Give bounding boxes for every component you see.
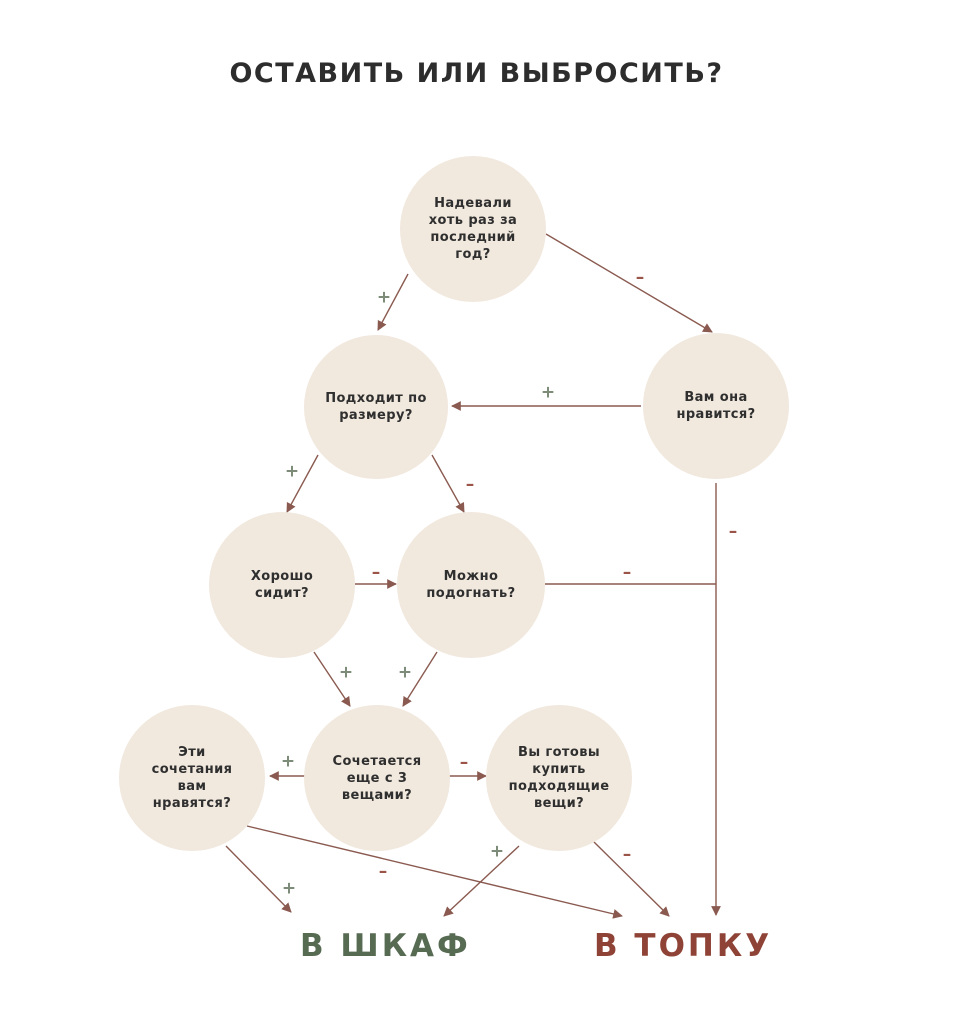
node-like-label: Вам она нравится? — [676, 390, 756, 422]
node-buy-label: Вы готовы купить подходящие вещи? — [508, 745, 610, 811]
outcome-keep-label: В ШКАФ — [300, 928, 471, 964]
node-do-you-like-it: Вам она нравится? — [643, 333, 789, 479]
arrow-buy-to-keep — [443, 845, 520, 917]
node-combos-label: Эти сочетания вам нравятся? — [151, 745, 233, 811]
node-match-label: Сочетается еще с 3 вещами? — [332, 753, 422, 803]
sign-minus-buy-discard: – — [622, 844, 632, 865]
sign-plus-match-combos: + — [280, 751, 296, 772]
arrow-alter-to-match — [402, 651, 438, 707]
sign-minus-size-alter: – — [465, 474, 475, 495]
page-title: ОСТАВИТЬ ИЛИ ВЫБРОСИТЬ? — [229, 58, 724, 89]
arrow-size-to-alter — [431, 454, 465, 513]
node-fits-well: Хорошо сидит? — [209, 512, 355, 658]
outcome-discard-label: В ТОПКУ — [594, 928, 773, 964]
node-fits-label: Хорошо сидит? — [250, 569, 314, 601]
sign-minus-fits-alter: – — [371, 562, 381, 583]
arrow-combos-to-discard — [246, 825, 623, 919]
arrow-worn-to-size — [377, 273, 409, 331]
sign-minus-combos-discard: – — [378, 861, 388, 882]
node-worn-label: Надевали хоть раз за последний год? — [428, 196, 518, 262]
node-worn-last-year: Надевали хоть раз за последний год? — [400, 156, 546, 302]
sign-minus-like-down: – — [728, 521, 738, 542]
sign-plus-alter-match: + — [397, 662, 413, 683]
sign-plus-worn-size: + — [376, 287, 392, 308]
sign-plus-like-size: + — [540, 382, 556, 403]
sign-plus-size-fits: + — [284, 461, 300, 482]
arrow-combos-to-keep — [225, 845, 292, 913]
node-matches-3-items: Сочетается еще с 3 вещами? — [304, 705, 450, 851]
arrow-fits-to-match — [313, 651, 351, 707]
node-ready-to-buy: Вы готовы купить подходящие вещи? — [486, 705, 632, 851]
node-can-alter: Можно подогнать? — [397, 512, 545, 658]
arrow-worn-to-like — [545, 233, 713, 333]
arrow-buy-to-discard — [593, 841, 670, 917]
sign-plus-buy-keep: + — [489, 841, 505, 862]
arrow-size-to-fits — [286, 454, 319, 513]
sign-plus-fits-match: + — [338, 662, 354, 683]
node-alter-label: Можно подогнать? — [426, 569, 516, 601]
node-fits-size: Подходит по размеру? — [304, 335, 448, 479]
sign-minus-alter-right: – — [622, 562, 632, 583]
node-size-label: Подходит по размеру? — [325, 391, 427, 423]
sign-plus-combos-keep: + — [281, 878, 297, 899]
node-like-combinations: Эти сочетания вам нравятся? — [119, 705, 265, 851]
sign-minus-worn-like: – — [635, 267, 645, 288]
sign-minus-match-buy: – — [459, 752, 469, 773]
